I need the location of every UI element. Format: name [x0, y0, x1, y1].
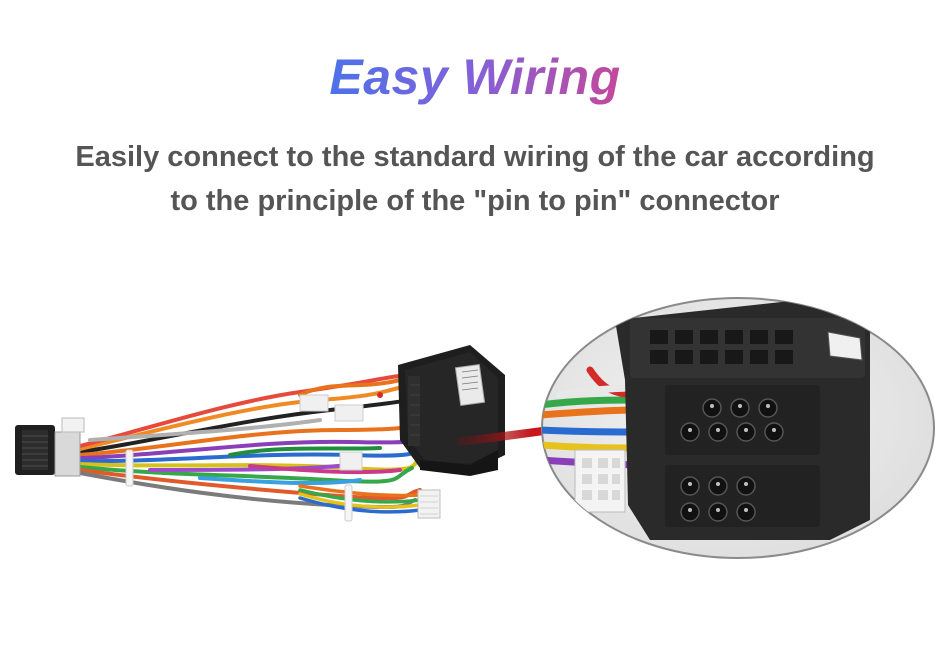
subtitle-line-1: Easily connect to the standard wiring of… [75, 141, 875, 173]
wiring-harness-photo [0, 280, 950, 620]
headline: Easy Wiring [0, 42, 950, 112]
zoom-circle [541, 297, 935, 559]
arrow [455, 412, 610, 446]
headline-text: Easy Wiring [329, 49, 621, 105]
subtitle-line-2: to the principle of the "pin to pin" con… [170, 185, 780, 217]
wire-harness [15, 345, 505, 522]
